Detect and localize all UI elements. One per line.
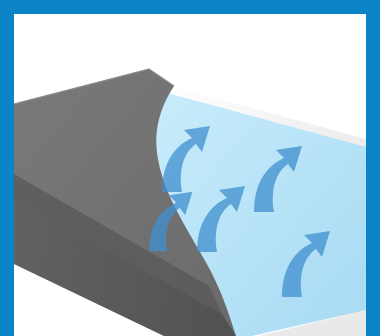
mattress-illustration (14, 14, 366, 336)
illustration-panel (14, 14, 366, 336)
